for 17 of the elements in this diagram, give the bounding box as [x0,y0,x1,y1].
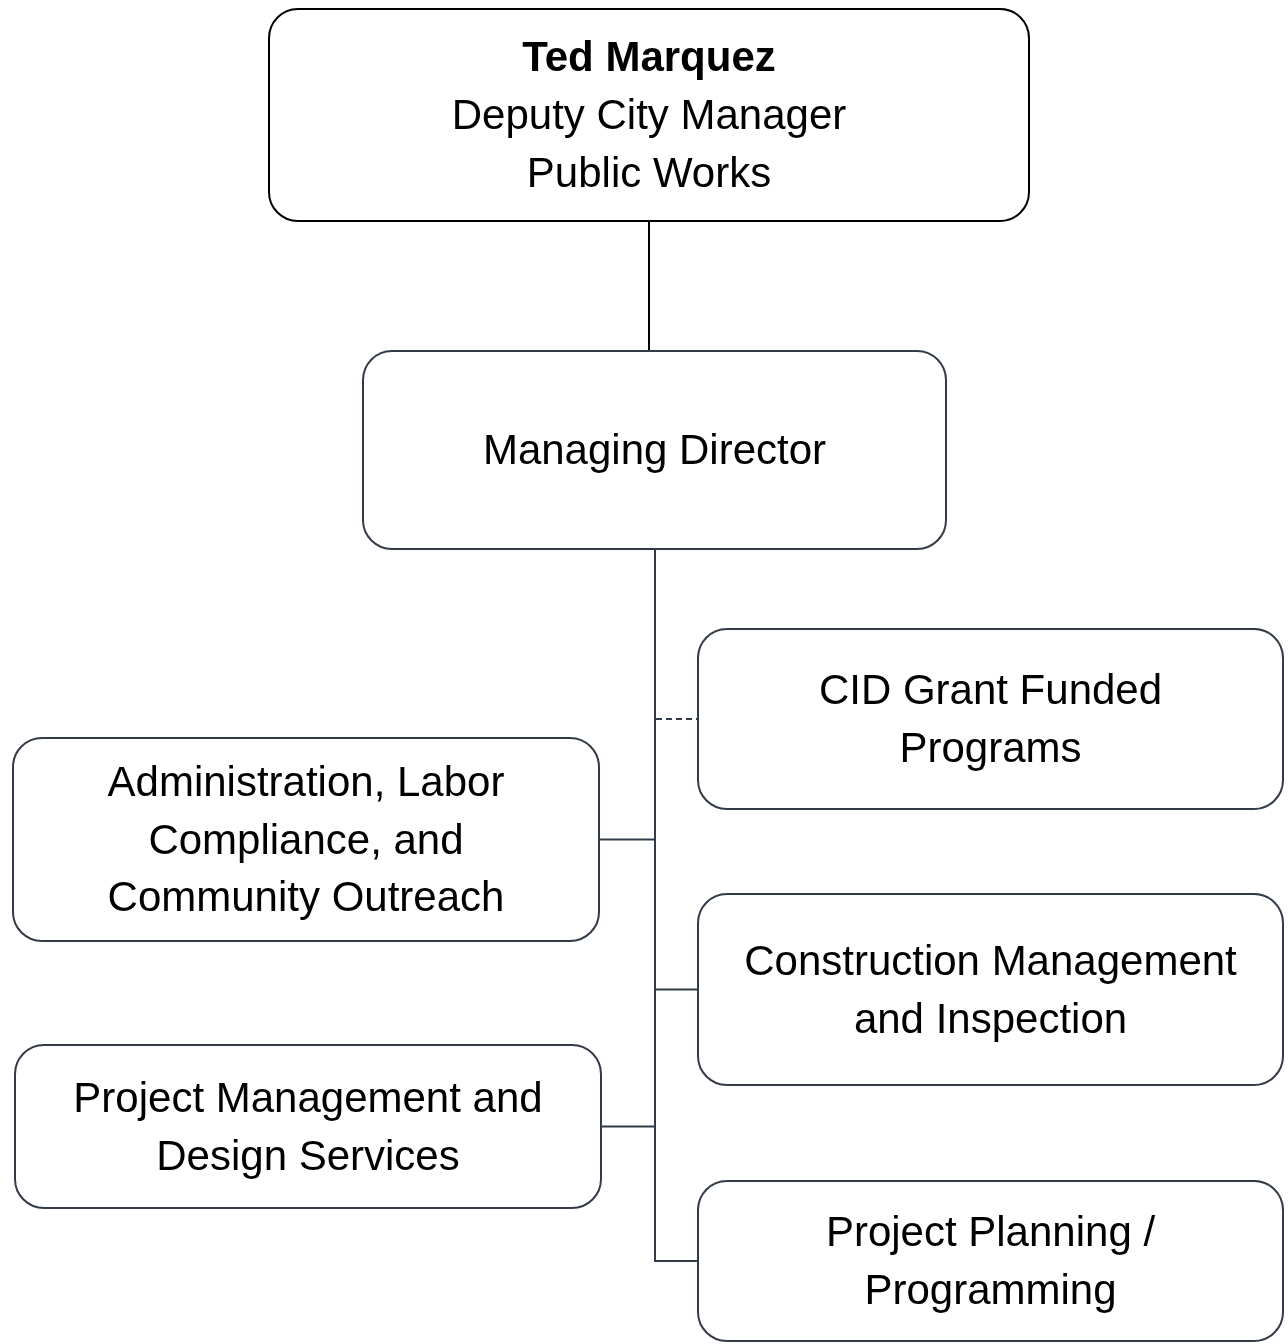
org-unit-text: Project Management and Design Services [72,1072,544,1181]
org-box [268,8,1030,222]
connector-line [648,221,650,351]
org-unit-text: Project Planning / Programming [824,1207,1157,1315]
org-unit-text: Managing Director [482,425,827,475]
org-box [12,737,600,942]
person-name: Ted Marquez [522,32,776,83]
org-unit-text: Administration, Labor Compliance, and Community Outreach [106,756,506,923]
org-box [697,628,1284,810]
org-unit-text: Public Works [526,147,772,198]
org-unit-text: Construction Management and Inspection [743,935,1238,1044]
org-unit-text: Deputy City Manager [451,90,847,140]
org-unit-text: CID Grant Funded Programs [817,665,1164,773]
org-box [697,1180,1284,1342]
org-box [14,1044,602,1209]
org-box [697,893,1284,1086]
org-box [362,350,947,550]
